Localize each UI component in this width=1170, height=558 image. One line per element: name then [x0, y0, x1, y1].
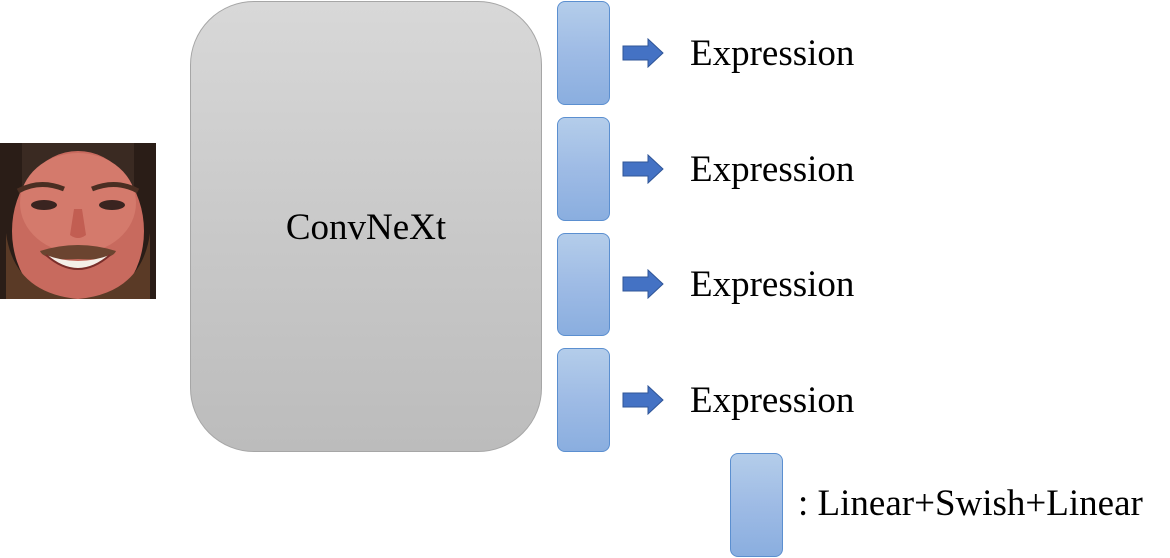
backbone-label: ConvNeXt — [285, 207, 447, 248]
head-block-1 — [557, 1, 610, 105]
head-block-2 — [557, 117, 610, 221]
expression-label-1: Expression — [690, 33, 855, 74]
arrow-right-icon — [622, 269, 664, 299]
face-photo-icon — [0, 143, 156, 299]
face-image — [0, 143, 156, 299]
convnext-backbone-box: ConvNeXt — [190, 1, 542, 452]
expression-label-3: Expression — [690, 264, 855, 305]
arrow-right-icon — [622, 154, 664, 184]
head-block-4 — [557, 348, 610, 452]
legend-label: : Linear+Swish+Linear — [798, 483, 1143, 524]
head-block-3 — [557, 233, 610, 336]
expression-label-4: Expression — [690, 380, 855, 421]
legend-block — [730, 453, 783, 557]
arrow-right-icon — [622, 38, 664, 68]
expression-label-2: Expression — [690, 149, 855, 190]
arrow-right-icon — [622, 385, 664, 415]
